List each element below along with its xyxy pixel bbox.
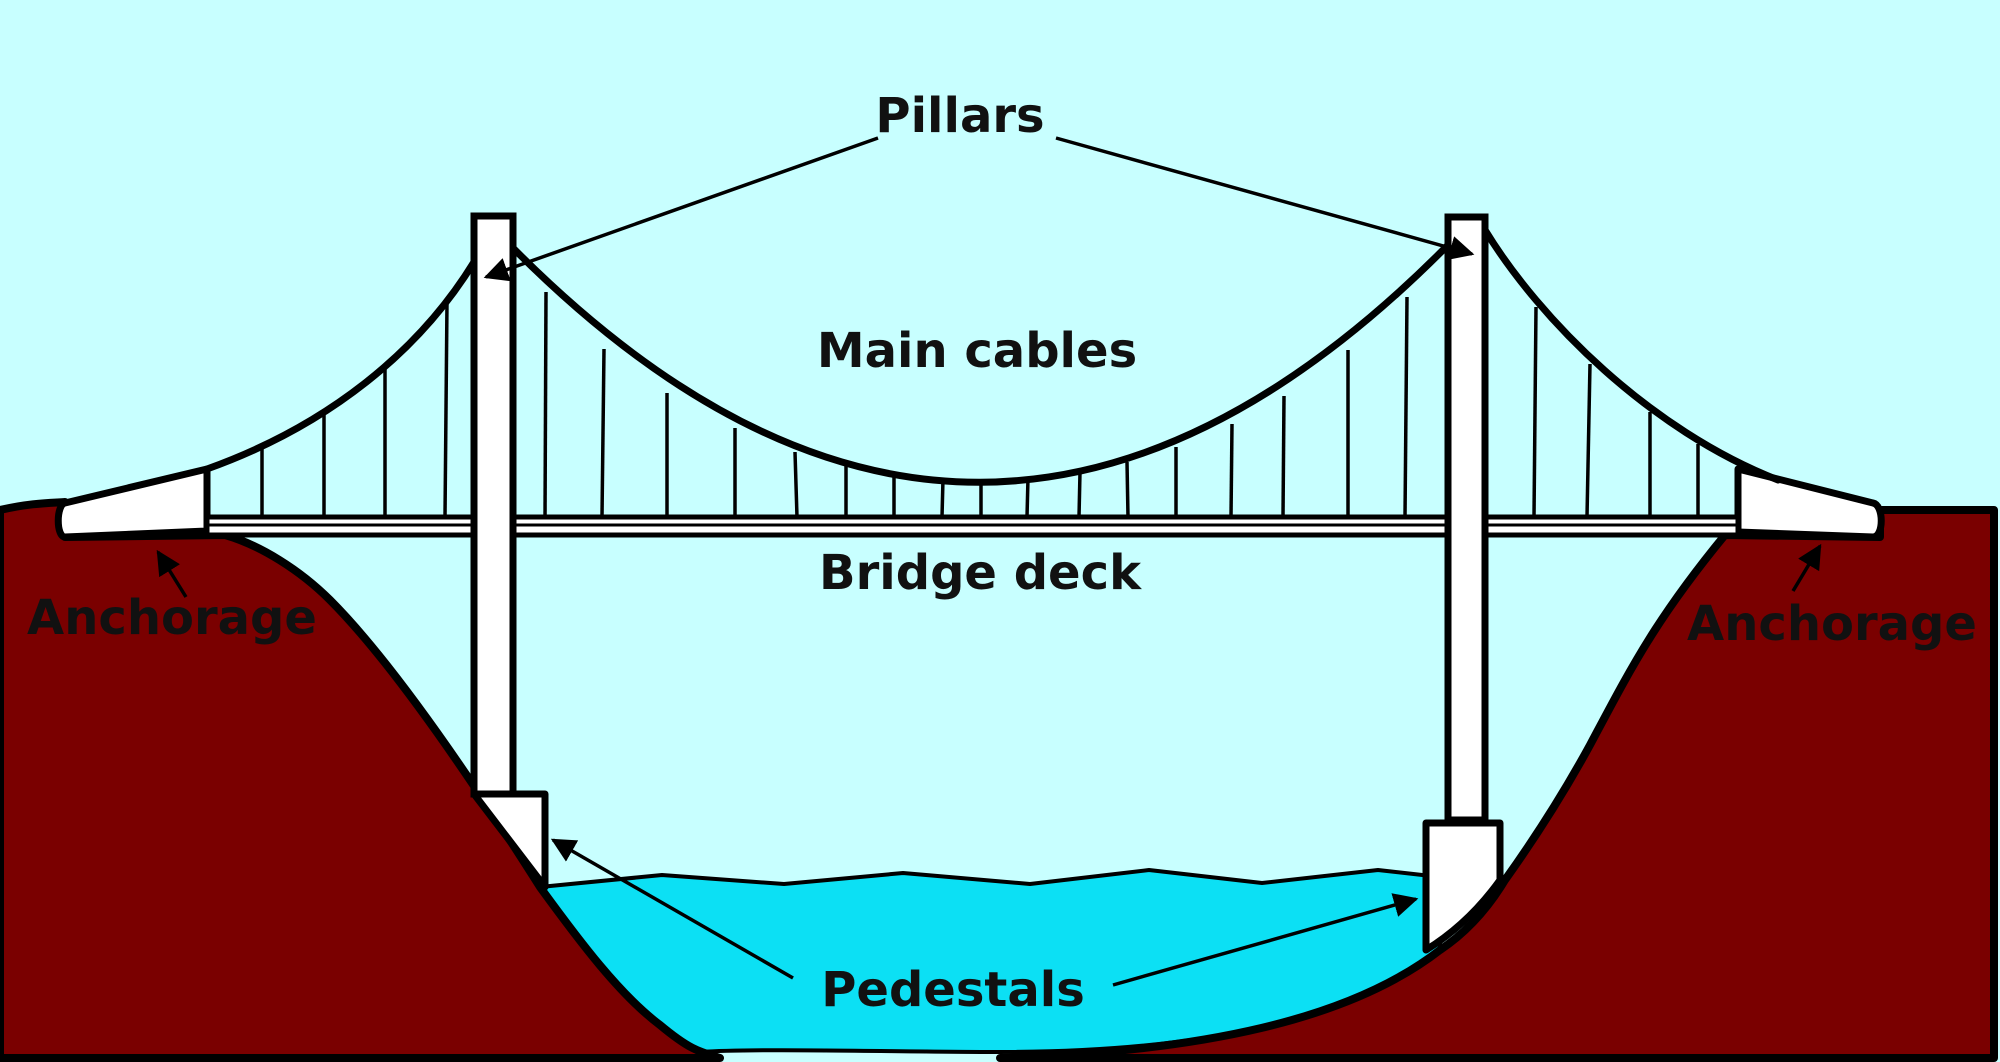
anchorage-arrow-right	[1791, 543, 1822, 592]
anchorage-left-label: Anchorage	[27, 590, 317, 646]
right-pedestal	[1422, 819, 1504, 954]
left-anchorage	[54, 465, 211, 541]
pedestals-arrow-right	[1112, 893, 1419, 987]
left-bank-ground	[0, 498, 724, 1062]
anchorage-right-label: Anchorage	[1687, 596, 1977, 652]
right-pillar	[1444, 213, 1489, 824]
bridge-deck-label: Bridge deck	[819, 545, 1142, 601]
annotation-arrows	[156, 136, 1822, 987]
pedestals-label: Pedestals	[821, 962, 1085, 1018]
pedestals-arrow-left	[550, 838, 794, 980]
pillars-label: Pillars	[875, 88, 1044, 144]
left-pillar	[470, 212, 517, 798]
left-pedestal	[470, 790, 549, 891]
main-cables-label: Main cables	[817, 323, 1137, 379]
right-anchorage	[1734, 465, 1885, 541]
main-cables	[203, 226, 1782, 486]
anchorage-arrow-left	[156, 549, 188, 598]
pillars-arrow-left	[483, 136, 879, 282]
right-bank-ground	[996, 506, 1998, 1062]
pillars-arrow-right	[1055, 136, 1475, 260]
suspender-cables	[260, 291, 1700, 523]
